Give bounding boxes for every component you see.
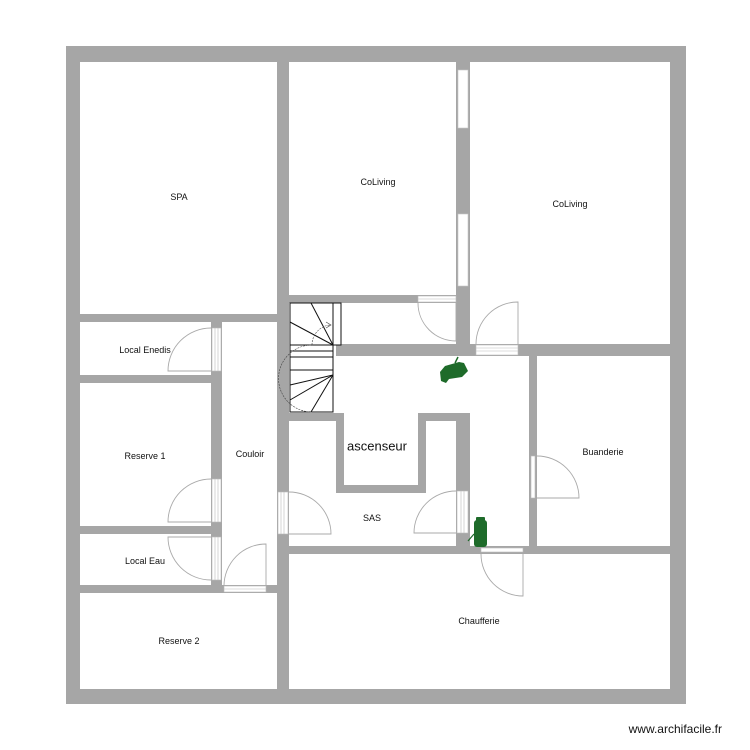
room-label-coliving-1: CoLiving (360, 177, 396, 187)
wall-couloir-left (211, 322, 222, 588)
wall-coliving1-bottom (289, 295, 469, 303)
door-reserve1[interactable] (167, 478, 212, 523)
door-threshold-enedis (211, 327, 222, 372)
door-localeau[interactable] (167, 536, 212, 581)
watermark-link[interactable]: www.archifacile.fr (628, 722, 722, 736)
room-label-reserve-1: Reserve 1 (124, 451, 166, 461)
door-swings (167, 301, 580, 597)
wall-spa-bottom (80, 314, 277, 322)
window-coliving-lower (457, 213, 469, 287)
room-label-spa: SPA (170, 192, 188, 202)
door-threshold-buanderie (530, 455, 536, 499)
door-threshold-coliving1 (417, 295, 457, 303)
wall-enedis-bottom (80, 375, 222, 383)
wall-outer-left (66, 46, 80, 704)
door-threshold-localeau (211, 536, 222, 581)
wall-elevator-bottom (336, 485, 426, 493)
wall-elevator-left (336, 413, 344, 493)
wall-outer-bottom (66, 689, 686, 704)
room-label-local-eau: Local Eau (124, 556, 166, 566)
door-threshold-couloir-bottom (223, 585, 267, 593)
door-enedis[interactable] (167, 327, 212, 372)
wall-elevator-top-right (418, 413, 470, 421)
wall-outer-top (66, 46, 686, 62)
door-threshold-coliving2 (475, 344, 519, 356)
staircase (278, 302, 342, 413)
door-threshold-sas-left (277, 491, 289, 535)
wall-spa-coliving (277, 62, 289, 304)
door-coliving1[interactable] (417, 302, 457, 342)
door-buanderie[interactable] (536, 455, 580, 499)
wall-reserve1-bottom (80, 526, 222, 534)
room-label-buanderie: Buanderie (582, 447, 624, 457)
door-threshold-elevator (456, 490, 469, 534)
door-elevator[interactable] (413, 490, 457, 534)
door-couloir[interactable] (223, 543, 267, 587)
wall-outer-right (670, 46, 686, 704)
window-coliving-upper (457, 69, 469, 129)
wall-stair-bottom (289, 413, 337, 421)
door-sas-left[interactable] (288, 491, 332, 535)
wall-sas-bottom (289, 546, 670, 554)
door-coliving2[interactable] (475, 301, 519, 345)
wall-localeau-bottom (80, 585, 289, 593)
wall-elevator-inner (418, 413, 426, 493)
room-label-ascenseur: ascenseur (347, 438, 407, 454)
door-threshold-reserve1 (211, 478, 222, 523)
wall-stair-left (277, 304, 289, 408)
wall-buanderie-left (529, 356, 537, 546)
room-label-couloir: Couloir (235, 449, 265, 459)
door-threshold-chaufferie (480, 547, 524, 553)
openings (211, 69, 536, 593)
door-chaufferie[interactable] (480, 553, 524, 597)
walls (66, 46, 686, 704)
camera-icon (440, 356, 468, 383)
room-label-reserve-2: Reserve 2 (158, 636, 200, 646)
room-label-coliving-2: CoLiving (552, 199, 588, 209)
wall-couloir-right (277, 408, 289, 704)
room-label-sas: SAS (362, 513, 382, 523)
gas-bottle-icon (467, 517, 487, 547)
room-label-local-enedis: Local Enedis (119, 345, 171, 355)
room-label-chaufferie: Chaufferie (458, 616, 500, 626)
